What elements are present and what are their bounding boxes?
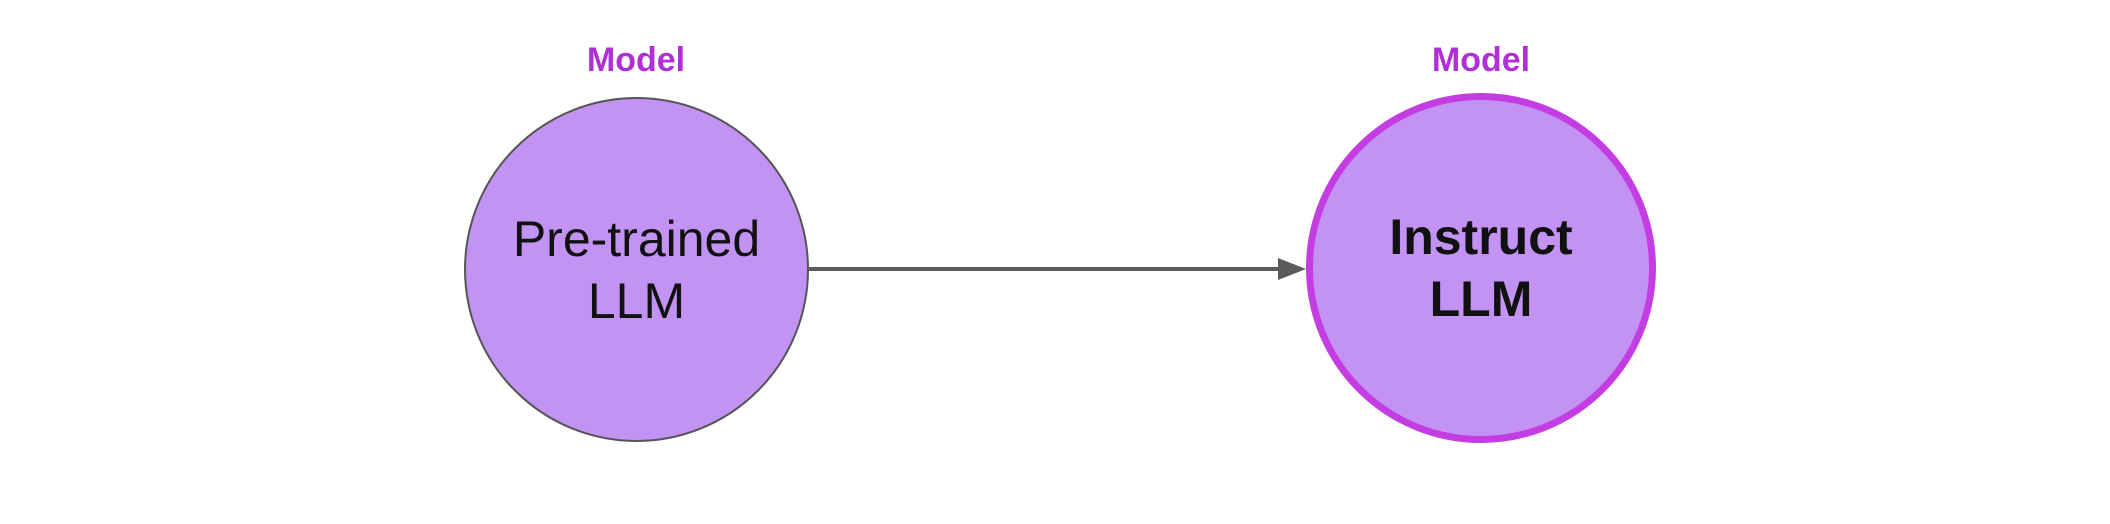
pretrained-llm-node: Pre-trained LLM bbox=[464, 97, 809, 442]
arrowhead-icon bbox=[1278, 258, 1306, 280]
instruct-llm-label: Instruct LLM bbox=[1389, 209, 1573, 327]
pretrained-llm-label: Pre-trained LLM bbox=[512, 210, 761, 329]
instruct-model-caption: Model bbox=[1431, 41, 1531, 79]
instruct-llm-node: Instruct LLM bbox=[1306, 93, 1656, 443]
pretrained-model-caption: Model bbox=[586, 41, 686, 79]
